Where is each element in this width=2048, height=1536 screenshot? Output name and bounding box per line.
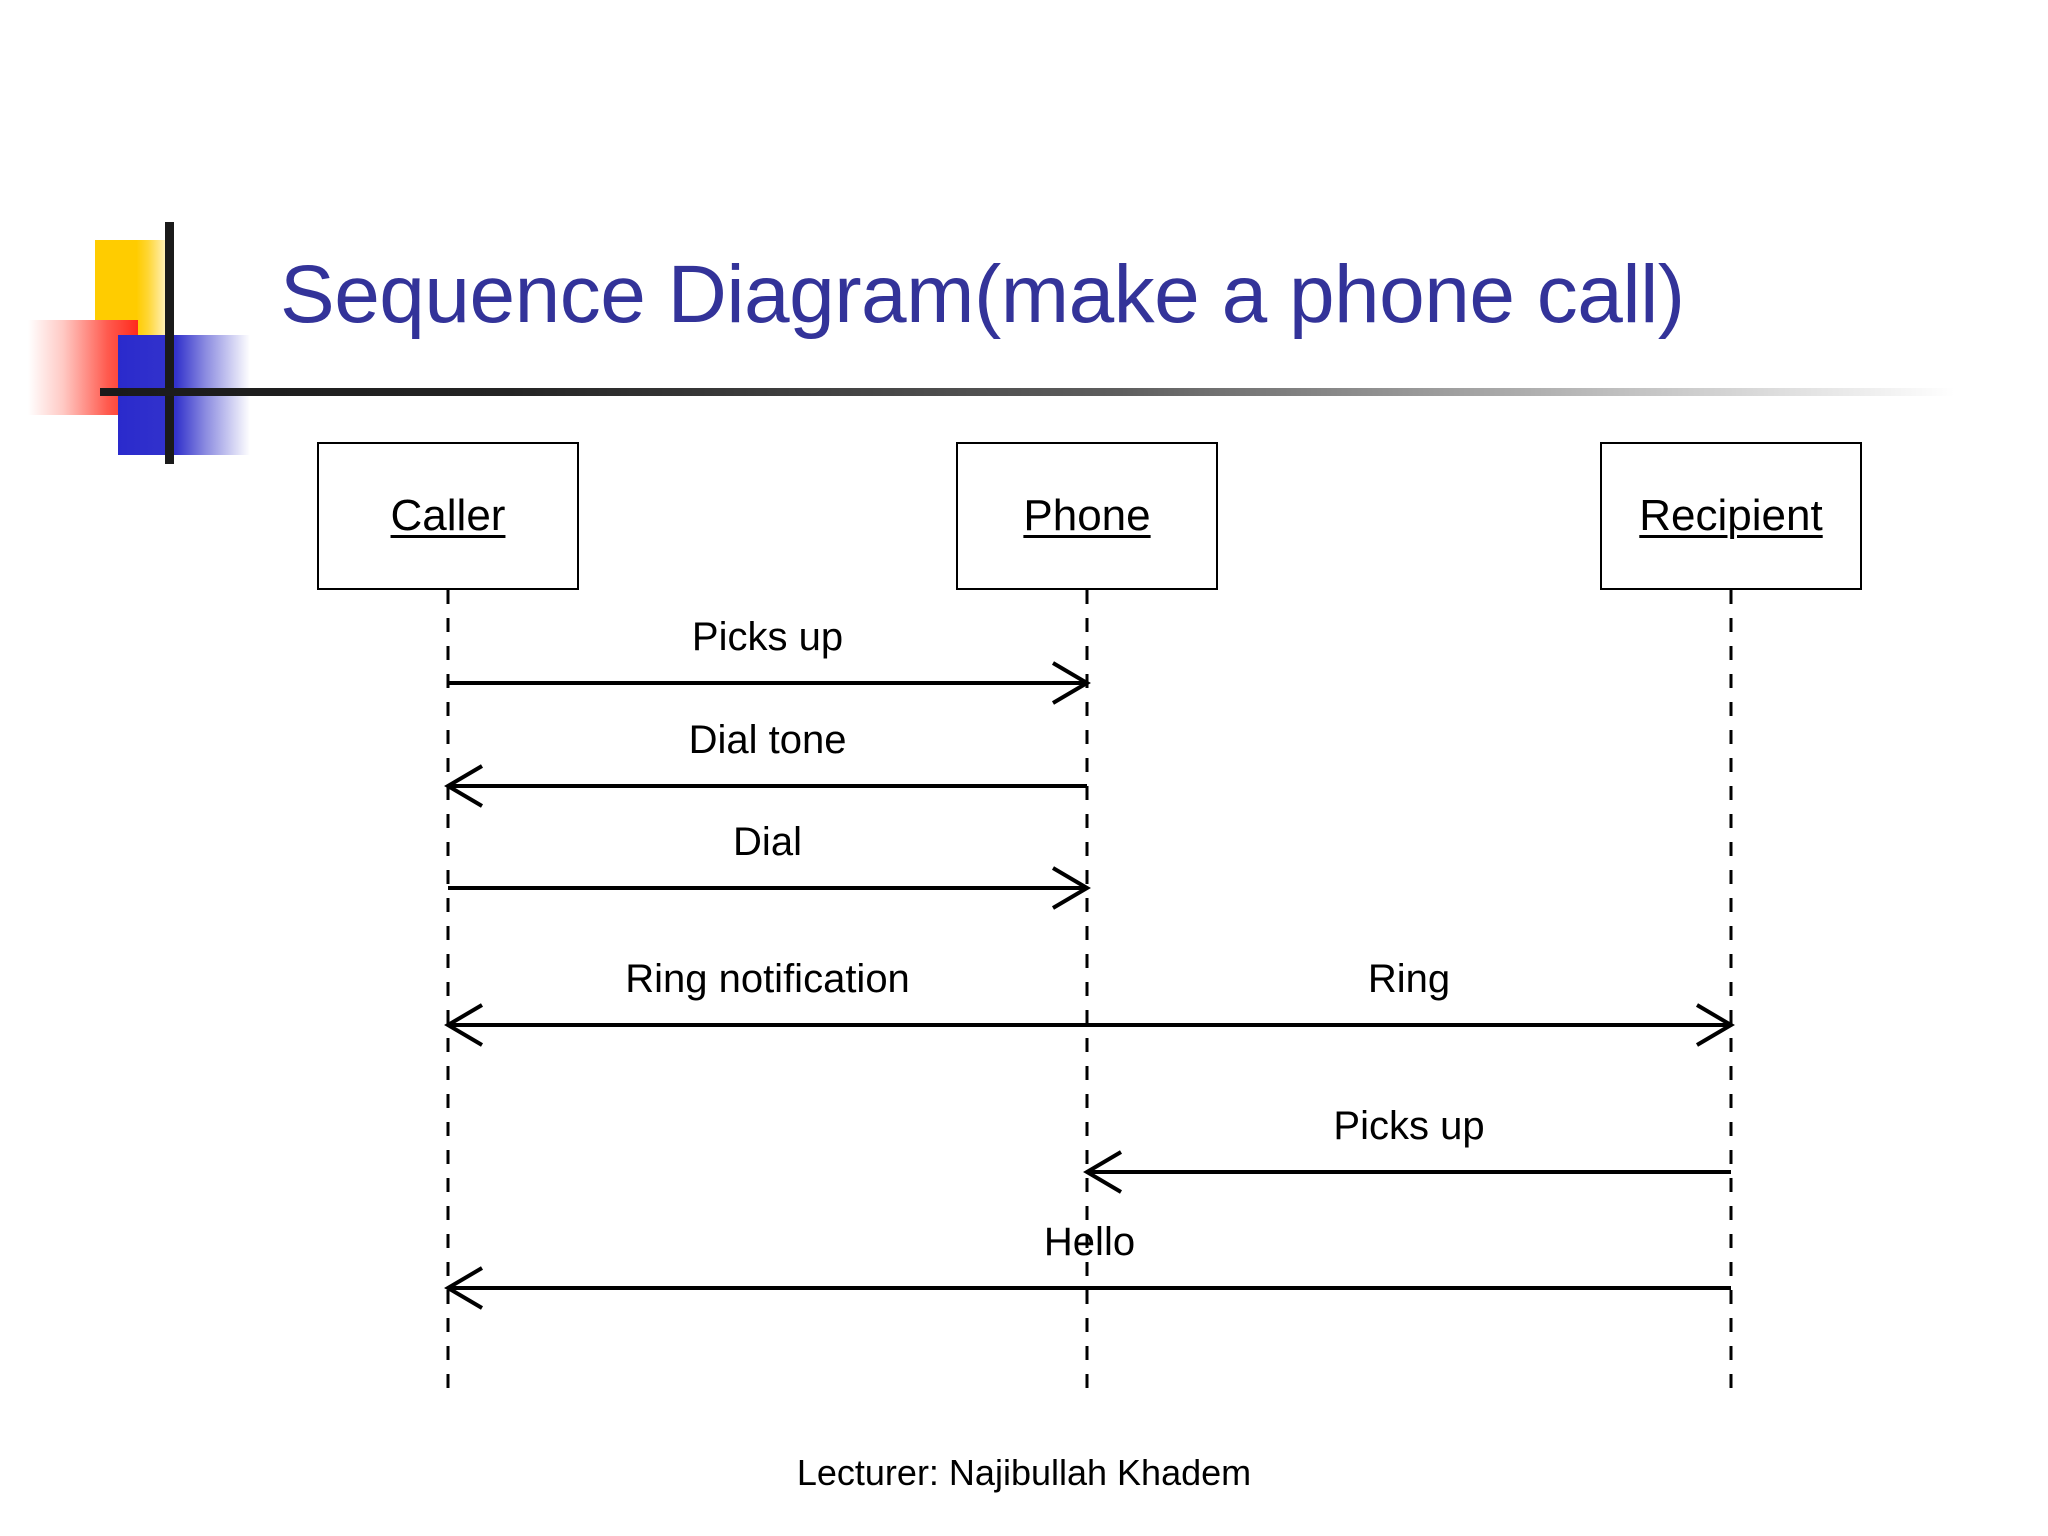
arrowhead-right-4 xyxy=(1695,1003,1735,1047)
lifeline-label-recipient: Recipient xyxy=(1639,491,1823,540)
lifeline-box-phone[interactable]: Phone xyxy=(956,442,1218,590)
message-label-4: Ring notification xyxy=(625,957,910,1001)
arrowhead-1 xyxy=(1051,661,1091,705)
message-label-secondary-4: Ring xyxy=(1367,957,1451,1001)
message-label-2: Dial tone xyxy=(688,718,847,762)
lifeline-label-caller: Caller xyxy=(390,491,506,540)
vertical-bar-icon xyxy=(165,222,174,464)
arrowhead-5 xyxy=(1083,1150,1123,1194)
message-label-5: Picks up xyxy=(1333,1104,1485,1148)
arrowhead-6 xyxy=(444,1266,484,1310)
lifeline-label-phone: Phone xyxy=(1023,491,1151,540)
slide-footer: Lecturer: Najibullah Khadem xyxy=(796,1452,1252,1493)
lifeline-box-recipient[interactable]: Recipient xyxy=(1600,442,1862,590)
message-label-6: Hello xyxy=(1043,1220,1136,1264)
arrowhead-3 xyxy=(1051,866,1091,910)
lifeline-box-caller[interactable]: Caller xyxy=(317,442,579,590)
arrowhead-2 xyxy=(444,764,484,808)
message-label-1: Picks up xyxy=(691,615,844,659)
page-title: Sequence Diagram(make a phone call) xyxy=(280,249,1685,340)
horizontal-bar-icon xyxy=(100,388,1955,396)
arrowhead-left-4 xyxy=(444,1003,484,1047)
message-label-3: Dial xyxy=(733,820,802,864)
